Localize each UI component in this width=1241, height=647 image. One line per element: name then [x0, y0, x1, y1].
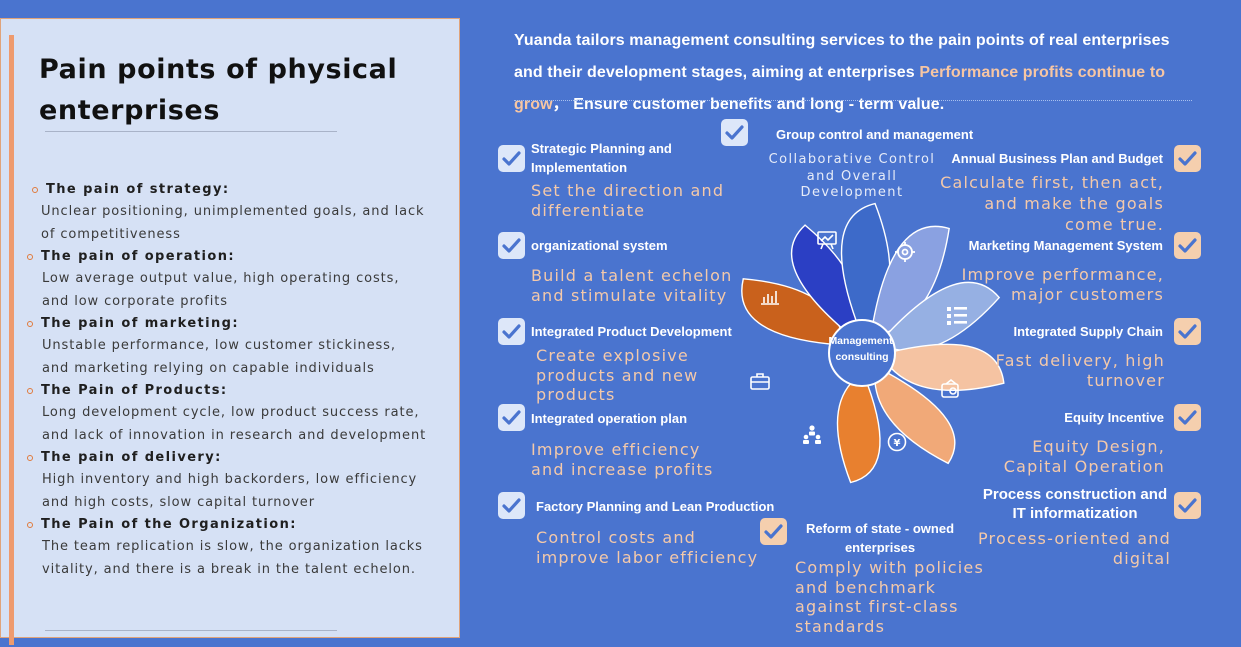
pain-heading: The Pain of the Organization: [41, 517, 297, 532]
pain-item-products: The Pain of Products: Long development c… [1, 380, 461, 447]
petal-segment [874, 371, 956, 465]
service-title: Annual Business Plan and Budget [951, 151, 1163, 166]
service-description: Improve efficiency and increase profits [531, 440, 714, 479]
title-divider [45, 131, 337, 132]
service-title: Integrated operation plan [531, 411, 688, 426]
petal-segment [836, 382, 881, 484]
pain-description: Low average output value, high operating… [42, 271, 400, 309]
money-box-icon [941, 378, 959, 398]
pain-item-delivery: The pain of delivery: High inventory and… [1, 447, 461, 514]
check-icon [498, 404, 525, 431]
pain-list: The pain of strategy: Unclear positionin… [1, 179, 461, 581]
pain-heading: The Pain of Products: [41, 383, 228, 398]
panel-accent-bar [9, 35, 14, 645]
service-title: organizational system [531, 238, 668, 253]
service-title: Factory Planning and Lean Production [536, 499, 775, 514]
service-description: Control costs and improve labor efficien… [536, 528, 759, 567]
pain-item-operation: The pain of operation: Low average outpu… [1, 246, 461, 313]
bullet-icon [27, 388, 33, 394]
pain-item-strategy: The pain of strategy: Unclear positionin… [0, 179, 461, 246]
check-icon [1174, 232, 1201, 259]
center-label-line1: Management [828, 335, 893, 347]
petal-segment [889, 343, 1005, 392]
pain-heading: The pain of delivery: [41, 450, 222, 465]
check-icon [760, 518, 787, 545]
center-circle [828, 319, 896, 387]
intro-text-end: ， Ensure customer benefits and long - te… [552, 96, 945, 113]
check-icon [498, 492, 525, 519]
check-icon [498, 145, 525, 172]
intro-statement: Yuanda tailors management consulting ser… [514, 25, 1174, 121]
pain-item-marketing: The pain of marketing: Unstable performa… [1, 313, 461, 380]
pain-description: Unclear positioning, unimplemented goals… [41, 204, 425, 242]
check-icon [1174, 145, 1201, 172]
bullet-icon [27, 522, 33, 528]
check-icon [721, 119, 748, 146]
bullet-icon [27, 455, 33, 461]
check-icon [498, 232, 525, 259]
center-label-line2: consulting [835, 351, 888, 363]
briefcase-icon [750, 373, 770, 390]
service-description: Build a talent echelon and stimulate vit… [531, 266, 733, 305]
service-description: Equity Design, Capital Operation [1003, 437, 1165, 476]
bullet-icon [32, 187, 38, 193]
check-icon [1174, 492, 1201, 519]
pain-description: Unstable performance, low customer stick… [42, 338, 396, 376]
intro-text-start: Yuanda tailors management consulting ser… [514, 32, 1170, 81]
pain-heading: The pain of marketing: [41, 316, 239, 331]
check-icon [498, 318, 525, 345]
service-title: Integrated Product Development [531, 324, 732, 339]
list-icon [947, 307, 967, 325]
pain-description: Long development cycle, low product succ… [42, 405, 427, 443]
pain-heading: The pain of strategy: [46, 182, 230, 197]
service-title: Integrated Supply Chain [1013, 324, 1163, 339]
bottom-divider [45, 630, 337, 631]
service-description: Set the direction and differentiate [531, 181, 725, 220]
service-title: Strategic Planning and Implementation [531, 141, 672, 175]
pain-points-panel: Pain points of physical enterprises The … [0, 18, 461, 645]
service-title: Group control and management [776, 127, 974, 142]
pain-description: High inventory and high backorders, low … [42, 472, 418, 510]
service-description: Process-oriented and digital [977, 529, 1171, 568]
svg-text:¥: ¥ [894, 438, 901, 449]
bullet-icon [27, 321, 33, 327]
consulting-fan-diagram: Management consulting ¥ [741, 202, 1005, 484]
bullet-icon [27, 254, 33, 260]
chart-board-icon [817, 231, 837, 250]
team-icon [803, 425, 821, 444]
petal-group [741, 202, 1005, 484]
service-description: Collaborative Control and Overall Develo… [768, 152, 936, 200]
center-label: Management consulting [828, 335, 895, 363]
yuan-icon: ¥ [887, 432, 907, 452]
service-description: Create explosive products and new produc… [536, 346, 699, 404]
pain-item-organization: The Pain of the Organization: The team r… [1, 514, 461, 581]
service-title: Process construction and IT informatizat… [982, 486, 1168, 522]
service-title: Marketing Management System [968, 238, 1163, 253]
check-icon [1174, 318, 1201, 345]
service-description: Fast delivery, high turnover [995, 351, 1165, 390]
service-title: Equity Incentive [1064, 410, 1164, 425]
panel-title: Pain points of physical enterprises [39, 54, 398, 126]
bar-chart-icon [761, 291, 779, 305]
service-description: Calculate first, then act, and make the … [940, 173, 1164, 234]
gear-icon [895, 242, 915, 262]
pain-description: The team replication is slow, the organi… [42, 539, 423, 577]
intro-divider [514, 100, 1192, 101]
service-title: Reform of state - owned enterprises [805, 521, 955, 555]
check-icon [1174, 404, 1201, 431]
pain-heading: The pain of operation: [41, 249, 235, 264]
service-description: Improve performance, major customers [961, 265, 1164, 304]
service-description: Comply with policies and benchmark again… [795, 558, 984, 636]
